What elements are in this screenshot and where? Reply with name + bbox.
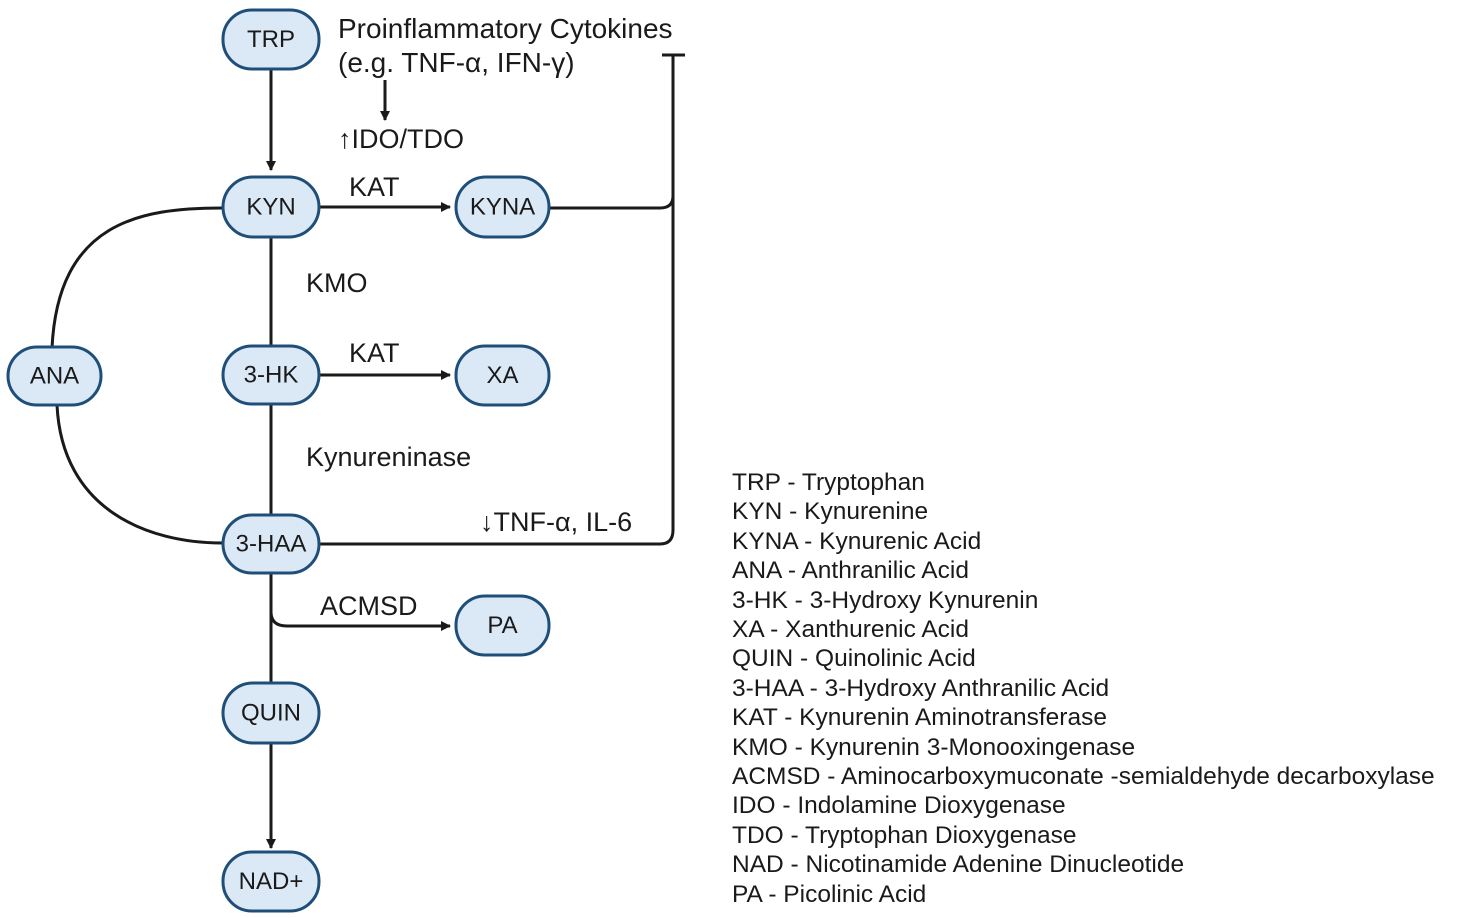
node-kyna-label: KYNA <box>470 194 535 221</box>
legend-item: TRP - Tryptophan <box>732 469 925 496</box>
node-nad: NAD+ <box>221 850 321 913</box>
legend-item: ANA - Anthranilic Acid <box>732 557 969 585</box>
node-trp-label: TRP <box>247 26 295 53</box>
node-pa: PA <box>454 594 551 657</box>
legend-item: KYNA - Kynurenic Acid <box>732 527 982 555</box>
node-kyn: KYN <box>221 175 321 239</box>
kynureninase-label: Kynureninase <box>306 442 471 472</box>
legend-item: KAT - Kynurenin Aminotransferase <box>732 704 1107 732</box>
node-kyna: KYNA <box>454 175 551 239</box>
edge-3haa-inhibition <box>319 55 675 546</box>
node-quin-label: QUIN <box>241 700 301 727</box>
edge-3haa-pa <box>269 574 451 631</box>
edge-ana-3haa <box>55 404 223 545</box>
node-ana-label: ANA <box>30 363 79 390</box>
edge-kyn-ana <box>50 206 223 349</box>
edge-kyna-inhibition <box>549 195 675 210</box>
tnf-il6-label: ↓TNF-α, IL-6 <box>480 507 632 537</box>
legend-item: XA - Xanthurenic Acid <box>732 616 969 644</box>
node-ana: ANA <box>6 345 103 407</box>
node-pa-label: PA <box>487 612 517 639</box>
acmsd-label: ACMSD <box>320 591 418 621</box>
node-3haa-label: 3-HAA <box>236 531 307 558</box>
legend-item: KYN - Kynurenine <box>732 498 929 526</box>
pathway-edges <box>50 53 685 849</box>
legend-item: TDO - Tryptophan Dioxygenase <box>732 821 1077 849</box>
node-xa-label: XA <box>486 362 518 389</box>
legend-item: 3-HK - 3-Hydroxy Kynurenin <box>732 586 1039 614</box>
legend-item: IDO - Indolamine Dioxygenase <box>732 792 1066 820</box>
legend-item: PA - Picolinic Acid <box>732 880 927 908</box>
legend-item: KMO - Kynurenin 3-Monooxingenase <box>732 733 1136 761</box>
legend-item: 3-HAA - 3-Hydroxy Anthranilic Acid <box>732 674 1110 702</box>
node-nad-label: NAD+ <box>239 868 304 895</box>
legend-item: ACMSD - Aminocarboxymuconate -semialdehy… <box>732 763 1435 791</box>
kat-kyna-label: KAT <box>349 172 400 202</box>
kat-xa-label: KAT <box>349 338 400 368</box>
node-3haa: 3-HAA <box>221 513 321 575</box>
cytokines-label-line1: Proinflammatory Cytokines <box>338 13 673 44</box>
node-trp: TRP <box>221 8 321 71</box>
legend-item: NAD - Nicotinamide Adenine Dinucleotide <box>732 851 1185 879</box>
node-xa: XA <box>454 344 551 407</box>
node-quin: QUIN <box>221 681 321 745</box>
ido-tdo-label: ↑IDO/TDO <box>338 124 464 154</box>
legend-item: QUIN - Quinolinic Acid <box>732 645 976 673</box>
cytokines-label-line2: (e.g. TNF-α, IFN-γ) <box>338 47 575 78</box>
node-3hk-label: 3-HK <box>244 362 299 389</box>
kmo-label: KMO <box>306 268 368 298</box>
node-3hk: 3-HK <box>221 344 321 406</box>
node-kyn-label: KYN <box>246 194 295 221</box>
